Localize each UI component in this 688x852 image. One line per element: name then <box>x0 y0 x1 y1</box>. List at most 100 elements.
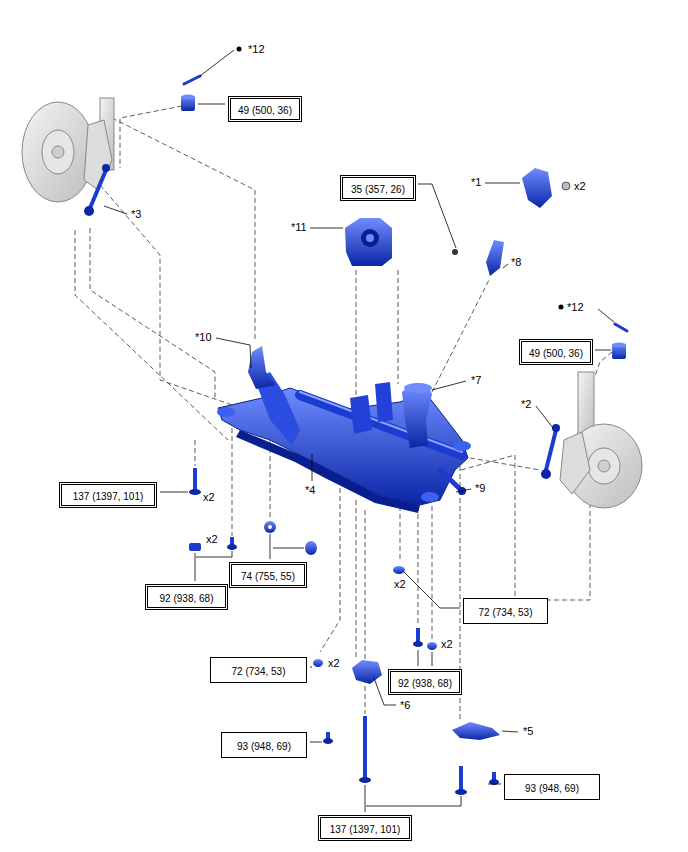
nut-left <box>181 95 195 100</box>
leader-line <box>198 104 225 105</box>
bracket-part <box>486 240 504 276</box>
stabilizer-link-right <box>552 424 560 432</box>
lower-arm-link <box>248 346 276 389</box>
callout-number: *10 <box>194 331 213 344</box>
bolt <box>492 772 496 780</box>
bracket-plate <box>352 660 500 740</box>
bracket-part <box>452 240 504 276</box>
dashed-guide <box>75 106 612 722</box>
steering-boot <box>404 383 432 393</box>
bolt <box>427 642 437 650</box>
torque-value: 72 (734, 53) <box>232 666 286 678</box>
tie-rod-end <box>440 470 460 489</box>
callout-number: *2 <box>520 398 532 411</box>
stabilizer-link-right <box>541 424 560 479</box>
quantity-mark: x2 <box>202 491 216 504</box>
leader-line <box>104 206 127 214</box>
leader-line <box>273 548 304 549</box>
lower-arm-link <box>248 346 276 389</box>
torque-value: 92 (938, 68) <box>398 678 452 690</box>
steering-boot <box>402 386 432 448</box>
callout-number: *1 <box>470 176 482 189</box>
dashed-guide <box>398 270 399 384</box>
steering-knuckle-right <box>588 448 620 484</box>
dashed-guide <box>270 440 271 518</box>
bolt <box>189 468 499 795</box>
torque-box: 49 (500, 36) <box>228 96 302 122</box>
leader-line <box>404 572 460 608</box>
leader-line <box>432 652 433 666</box>
leader-line <box>270 534 271 559</box>
stabilizer-link-left <box>90 170 106 208</box>
torque-box: 92 (938, 68) <box>388 669 462 695</box>
bolt <box>264 521 276 533</box>
front-suspension-crossmember <box>217 407 235 417</box>
pin-right <box>615 324 627 331</box>
quantity-mark: x2 <box>393 578 407 591</box>
torque-box: 137 (1397, 101) <box>318 815 412 841</box>
dashed-guide <box>232 420 233 536</box>
stabilizer-link-right <box>546 430 556 470</box>
leader-line <box>418 650 419 666</box>
steering-boot <box>402 383 432 448</box>
pin-left <box>184 47 242 85</box>
bolt <box>268 525 272 529</box>
leader-line <box>216 338 251 368</box>
leader-line <box>365 785 366 812</box>
steering-knuckle-left <box>22 102 94 202</box>
bolt <box>455 789 467 795</box>
bolt <box>413 641 423 647</box>
bolt <box>189 543 201 551</box>
torque-value: 93 (948, 69) <box>525 783 579 795</box>
bolt <box>393 566 405 574</box>
bolt <box>305 541 317 555</box>
bracket-plate <box>352 660 382 684</box>
steering-knuckle-right <box>598 460 610 472</box>
leader-line <box>488 784 501 785</box>
bolt <box>227 544 237 550</box>
bolt <box>193 468 197 490</box>
pin-right <box>598 309 614 322</box>
pin-right <box>559 305 564 310</box>
steering-knuckle-right <box>560 432 590 494</box>
callout-number: *12 <box>566 301 585 314</box>
bolt <box>459 766 463 790</box>
pin-left <box>200 50 234 76</box>
nut-right <box>612 343 626 360</box>
callout-number: *12 <box>247 43 266 56</box>
leader-line <box>432 381 466 390</box>
torque-box: 93 (948, 69) <box>504 774 600 800</box>
callout-number: *5 <box>522 725 534 738</box>
engine-mount <box>366 234 374 242</box>
engine-mount <box>345 218 392 266</box>
cover-part <box>522 168 552 208</box>
torque-box: 93 (948, 69) <box>221 732 307 758</box>
dashed-guide <box>470 458 540 470</box>
torque-value: 137 (1397, 101) <box>330 824 401 836</box>
dashed-guide <box>432 278 490 392</box>
bolt <box>359 777 371 783</box>
dashed-guide <box>418 506 419 626</box>
callout-number: *7 <box>470 374 482 387</box>
leader-line <box>456 489 471 492</box>
steering-knuckle-left <box>42 130 74 174</box>
torque-box: 49 (500, 36) <box>519 339 593 365</box>
torque-value: 137 (1397, 101) <box>73 491 144 503</box>
dashed-guide <box>365 510 366 714</box>
callout-number: *4 <box>304 484 316 497</box>
leader-line <box>160 492 188 493</box>
quantity-mark: x2 <box>573 180 587 193</box>
torque-box: 72 (734, 53) <box>463 598 548 624</box>
front-suspension-crossmember <box>236 430 420 513</box>
engine-mount <box>345 218 392 266</box>
dashed-guide <box>356 270 357 398</box>
torque-value: 92 (938, 68) <box>160 593 214 605</box>
front-suspension-crossmember <box>218 388 468 505</box>
front-suspension-crossmember <box>375 382 393 422</box>
leader-line <box>595 350 611 351</box>
callout-number: *8 <box>510 256 522 269</box>
dashed-guide <box>400 506 401 562</box>
steering-knuckle-left <box>84 120 112 190</box>
pin-left <box>184 76 200 84</box>
